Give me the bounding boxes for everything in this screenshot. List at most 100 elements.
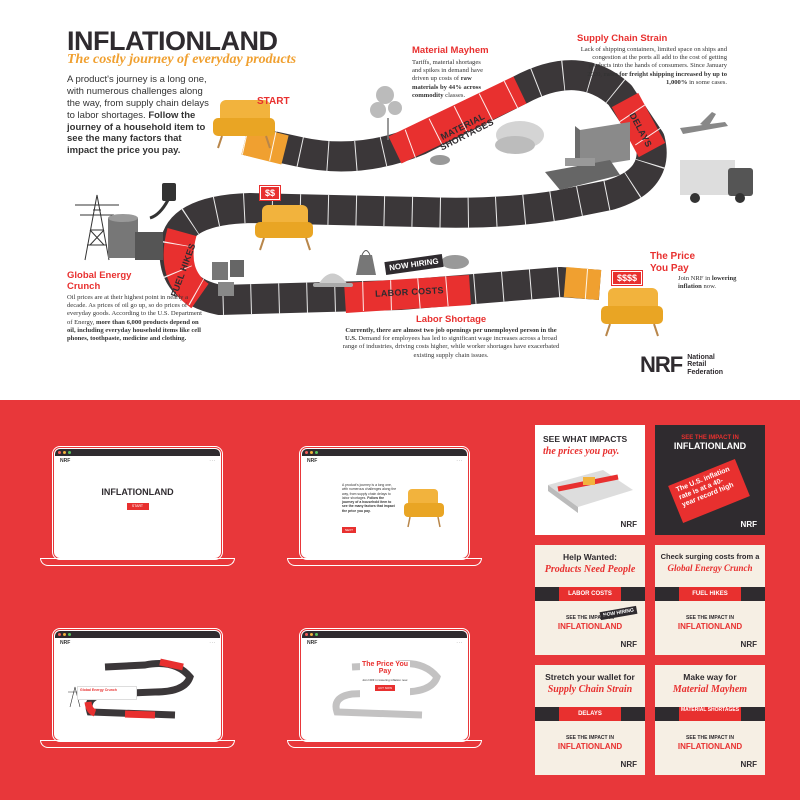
laptop-4-popup-text: Join NRF in lowering inflation now. <box>362 677 408 682</box>
laptop-1-screen: NRF· · · INFLATIONLAND START <box>54 448 221 558</box>
nav-links: · · · <box>456 640 462 645</box>
tile-5-road: DELAYS <box>535 707 645 721</box>
laptop-2: NRF· · · A product's journey is a long o… <box>287 446 482 568</box>
cotton-plant-icon <box>370 86 402 140</box>
cargo-ship-icon <box>545 158 620 190</box>
tile-6-band-label: MATERIAL SHORTAGES <box>679 707 741 721</box>
energy-text-bold: more than 6,000 products depend on oil, … <box>67 318 201 343</box>
price-title: The Price You Pay <box>650 251 696 274</box>
chair-end <box>601 288 663 337</box>
laptop-outline <box>299 628 470 742</box>
price-text-plain: Join NRF in <box>678 275 711 282</box>
apron-icon <box>356 250 376 275</box>
laptop-outline <box>52 628 223 742</box>
chair-icon <box>404 489 444 528</box>
tile-5-heading: Stretch your wallet for <box>545 672 635 682</box>
tile-1-board-icon <box>548 470 633 513</box>
laptop-4-popup-title: The Price You Pay <box>361 661 409 676</box>
laptop-2-button[interactable]: NEXT <box>342 527 356 533</box>
laptop-3-popup: Global Energy Crunch <box>77 686 137 700</box>
tile-3-band-label: LABOR COSTS <box>559 587 621 601</box>
tile-2-heading: SEE THE IMPACT IN <box>681 435 739 441</box>
laptop-2-text-bold: Follow the journey of a household item t… <box>342 495 395 513</box>
price-tag-4: $$$$ <box>610 270 644 286</box>
page-title: INFLATIONLAND <box>67 26 278 56</box>
tile-4-logo: NRF <box>740 640 757 649</box>
laptop-base <box>40 740 235 748</box>
price-text: Join NRF in lowering inflation now. <box>678 275 758 291</box>
tile-4-band-label: FUEL HIKES <box>679 587 741 601</box>
price-text-tail: now. <box>703 283 717 291</box>
nrf-mini-logo: NRF <box>60 639 71 646</box>
laptop-1-title: INFLATIONLAND <box>101 487 174 497</box>
segment-fuel <box>163 227 210 309</box>
material-title: Material Mayhem <box>412 45 489 56</box>
laptop-1: NRF· · · INFLATIONLAND START <box>40 446 235 568</box>
supply-text-plain: Lack of shipping containers, limited spa… <box>580 46 727 78</box>
tile-3-subheading: Products Need People <box>544 564 636 575</box>
window-bar <box>55 631 220 638</box>
laptop-3: NRF · · · Global Energy Crunch <box>40 628 235 750</box>
hard-hat-icon <box>313 273 353 287</box>
labor-text-bold: Currently, there are almost two job open… <box>344 327 557 343</box>
price-tag-2: $$ <box>258 185 282 201</box>
laptop-base <box>287 740 482 748</box>
tile-3-heading: Help Wanted: <box>563 552 617 562</box>
laptop-4: NRF · · · The Price You Pay Join NRF in l… <box>287 628 482 750</box>
segment-material <box>388 76 527 164</box>
tile-6-subheading: Material Mayhem <box>672 684 748 695</box>
laptop-4-button[interactable]: ACT NOW <box>375 684 395 691</box>
social-tile-4[interactable]: Check surging costs from a Global Energy… <box>655 545 765 655</box>
power-tower-icon <box>75 194 119 261</box>
segment-start <box>241 125 289 165</box>
supply-text-bold: rates for freight shipping increased by … <box>603 70 727 86</box>
labor-text-plain: Demand for employees has led to signific… <box>342 335 560 359</box>
nrf-line2: Retail <box>687 361 707 369</box>
tile-5-cta-title: INFLATIONLAND <box>557 742 623 751</box>
nrf-words: National Retail Federation <box>687 354 723 376</box>
tile-3-road: LABOR COSTS <box>535 587 645 601</box>
oil-barrels-icon <box>108 214 244 296</box>
social-tile-1[interactable]: SEE WHAT IMPACTS the prices you pay. NRF <box>535 425 645 535</box>
chair-middle <box>255 205 313 251</box>
labor-text: Currently, there are almost two job open… <box>340 327 562 360</box>
tile-5-band-label: DELAYS <box>559 707 621 721</box>
laptop-3-popup-title: Global Energy Crunch <box>80 688 117 692</box>
laptop-outline <box>52 446 223 560</box>
site-nav: NRF · · · <box>55 638 220 647</box>
infographic: INFLATIONLAND The costly journey of ever… <box>67 26 758 378</box>
nrf-mini-logo: NRF <box>307 457 318 464</box>
social-tile-3[interactable]: Help Wanted: Products Need People LABOR … <box>535 545 645 655</box>
fuel-nozzle-icon <box>149 183 176 220</box>
laptop-1-button[interactable]: START <box>126 503 149 510</box>
segment-delays <box>611 92 666 158</box>
labor-title: Labor Shortage <box>416 314 487 325</box>
nav-links: · · · <box>209 640 215 645</box>
segment-end <box>563 267 602 300</box>
nrf-mini-logo: NRF <box>307 639 318 646</box>
energy-title: Global Energy Crunch <box>67 270 132 292</box>
site-nav: NRF· · · <box>302 456 467 465</box>
tile-1-logo: NRF <box>620 520 637 529</box>
energy-text-plain: Oil prices are at their highest point in… <box>67 294 202 326</box>
social-tile-5[interactable]: Stretch your wallet for Supply Chain Str… <box>535 665 645 775</box>
page-subtitle: The costly journey of everyday products <box>67 52 297 67</box>
tile-2-logo: NRF <box>740 520 757 529</box>
tile-3-logo: NRF <box>620 640 637 649</box>
nrf-line3: Federation <box>687 368 724 376</box>
nrf-line1: National <box>687 353 715 361</box>
material-text-tail: classes. <box>445 91 466 99</box>
start-label: START <box>257 96 290 107</box>
laptop-4-road <box>332 660 441 719</box>
social-tile-2[interactable]: SEE THE IMPACT IN INFLATIONLAND The U.S.… <box>655 425 765 535</box>
tile-3-cta-title: INFLATIONLAND <box>557 622 623 631</box>
nrf-mini-logo: NRF <box>60 457 71 464</box>
window-bar <box>55 449 220 456</box>
laptop-base <box>40 558 235 566</box>
road-graphic <box>75 58 753 337</box>
nrf-logo[interactable]: NRF National Retail Federation <box>640 352 723 378</box>
social-tile-6[interactable]: Make way for Material Mayhem MATERIAL SH… <box>655 665 765 775</box>
tile-6-logo: NRF <box>740 760 757 769</box>
stones-icon <box>430 121 544 165</box>
